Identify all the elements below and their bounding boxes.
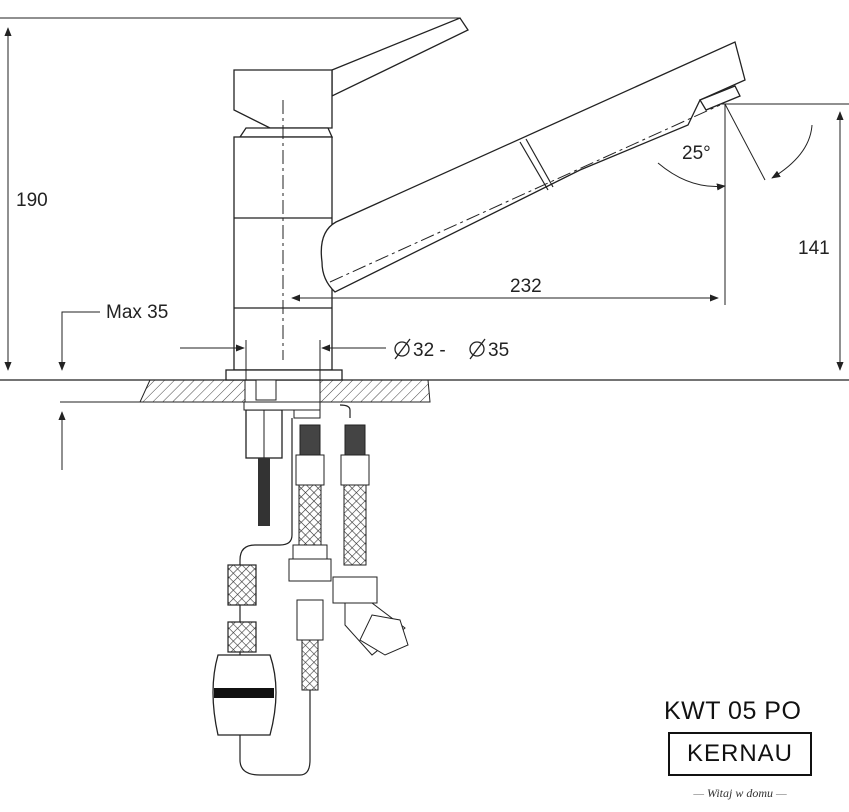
brand-tagline: Witaj w domu: [706, 786, 773, 800]
lever: [331, 17, 469, 98]
dim-label-232: 232: [510, 276, 542, 297]
tagline-dash-right: —: [776, 786, 787, 800]
faucet-body: [225, 17, 746, 381]
tagline-dash-left: —: [693, 786, 704, 800]
spray-head: [699, 85, 741, 111]
dim-label-141: 141: [798, 238, 830, 259]
supply-hose-right: [332, 424, 409, 656]
supply-hose-left: [288, 424, 332, 691]
diameter-icon-min: [394, 338, 411, 360]
brand-name: KERNAU: [686, 740, 794, 767]
countertop-hatch-left: [139, 379, 246, 403]
dim-label-max35: Max 35: [106, 302, 168, 323]
base-ring: [225, 369, 343, 381]
hose-counterweight: [212, 654, 277, 736]
spout: [320, 41, 746, 293]
neck: [238, 127, 334, 138]
center-lines: [282, 100, 721, 360]
hose-connector-plate: [243, 401, 321, 419]
dim-label-hole-min: 32 -: [413, 340, 446, 361]
countertop: [0, 379, 849, 403]
dim-label-190: 190: [16, 190, 48, 211]
diameter-icon-max: [469, 338, 486, 360]
model-number: KWT 05 PO: [664, 697, 802, 725]
pullout-hose: [227, 404, 351, 776]
countertop-hatch-right: [319, 379, 431, 403]
dim-label-25: 25°: [682, 143, 711, 164]
dim-label-hole-max: 35: [488, 340, 509, 361]
brand-logo: KERNAU: [668, 732, 812, 776]
brand-tagline-row: — Witaj w domu —: [660, 786, 820, 801]
dimension-lines: [0, 17, 849, 470]
dim-25-arc: [657, 162, 726, 191]
